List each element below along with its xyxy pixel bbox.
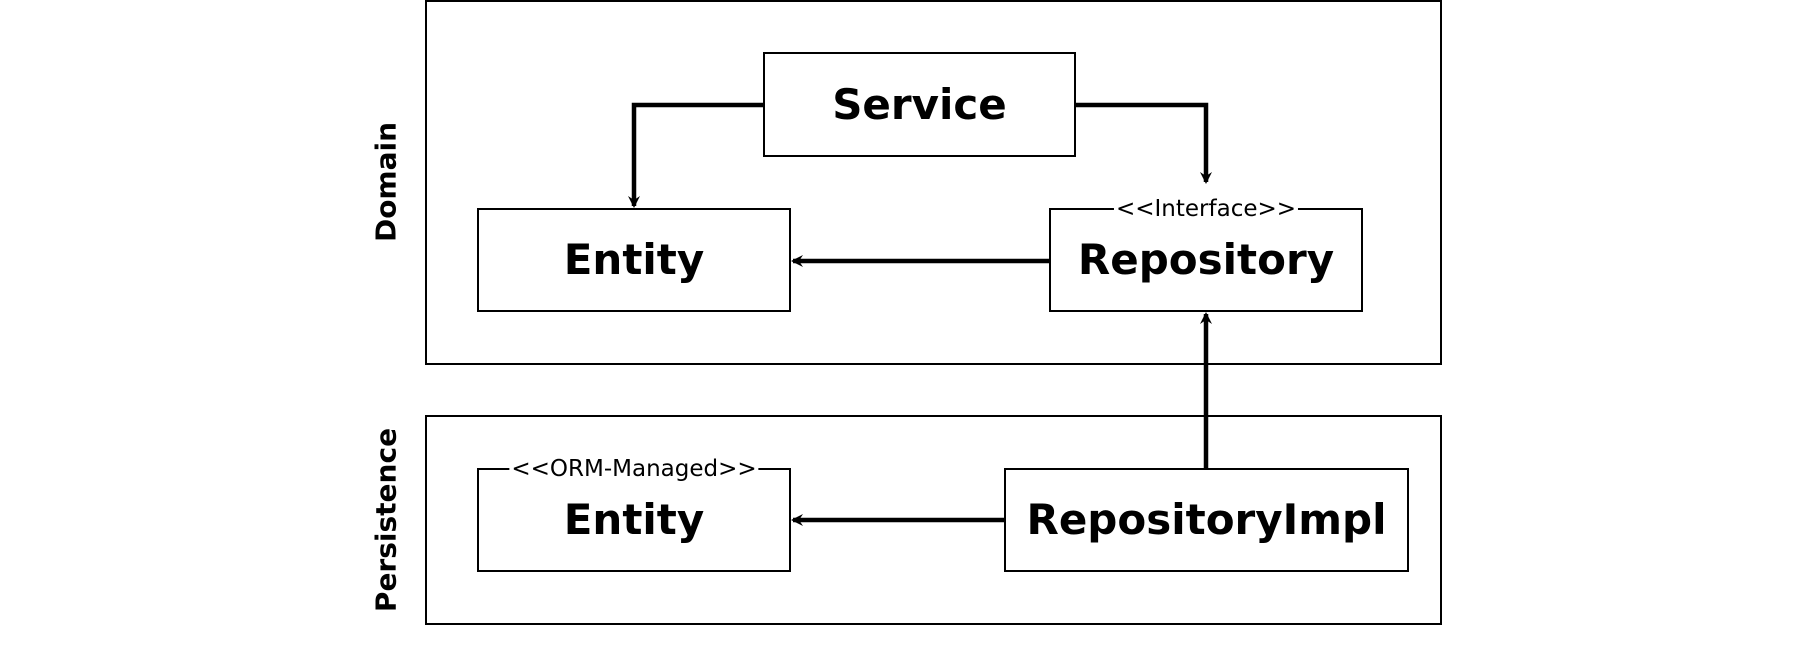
- repository-impl-node: RepositoryImpl: [1004, 468, 1409, 572]
- arrow-service-to-repository: [1076, 102, 1212, 184]
- orm-entity-node: <<ORM-Managed>> Entity: [477, 456, 791, 572]
- domain-entity-node: Entity: [477, 208, 791, 312]
- orm-entity-node-label: Entity: [563, 495, 705, 544]
- repository-interface-node: <<Interface>> Repository: [1049, 196, 1363, 312]
- repository-impl-node-label: RepositoryImpl: [1026, 495, 1387, 544]
- repository-node-label: Repository: [1077, 235, 1335, 284]
- arrow-service-to-entity: [628, 102, 763, 208]
- orm-entity-stereotype: <<ORM-Managed>>: [509, 456, 759, 482]
- domain-entity-node-label: Entity: [563, 235, 705, 284]
- service-node-label: Service: [832, 79, 1007, 129]
- service-node: Service: [763, 52, 1076, 157]
- repository-stereotype: <<Interface>>: [1113, 196, 1299, 222]
